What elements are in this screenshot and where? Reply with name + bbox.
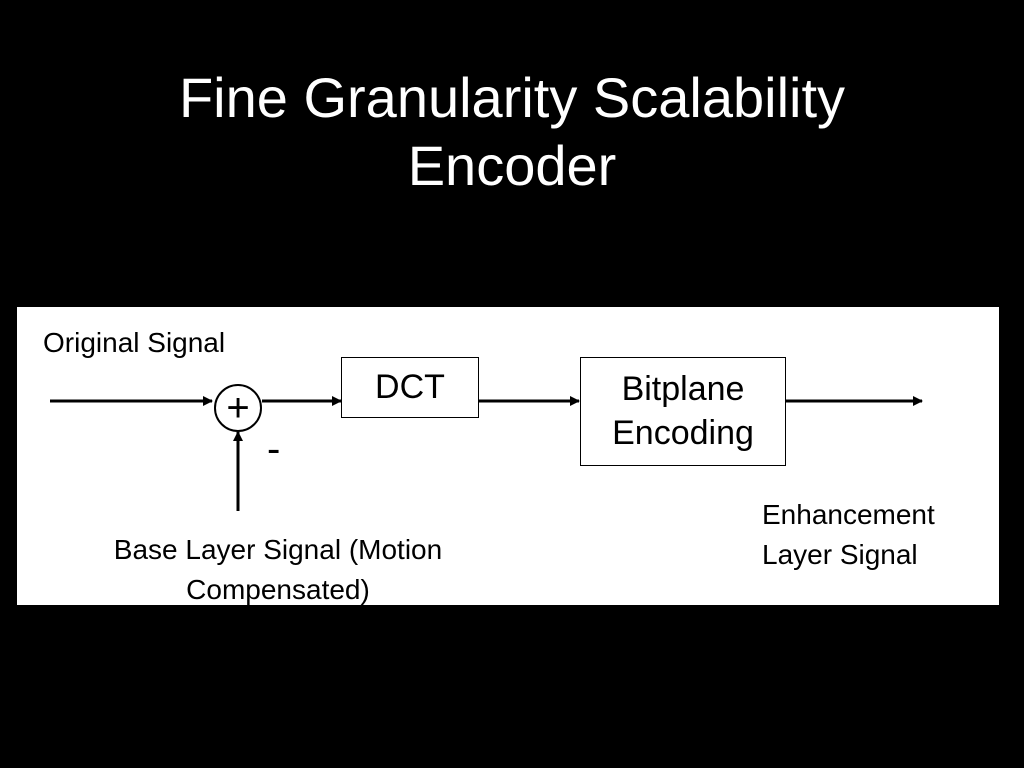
base-layer-label-line-2: Compensated) xyxy=(186,574,370,605)
minus-sign: - xyxy=(267,427,281,471)
base-layer-label-line-1: Base Layer Signal (Motion xyxy=(113,534,443,565)
base-layer-signal-label: Base Layer Signal (Motion Compensated) xyxy=(73,530,483,610)
enhancement-label-line-2: Layer Signal xyxy=(762,539,918,570)
bitplane-encoding-block: Bitplane Encoding xyxy=(580,357,786,466)
diagram-panel: Original Signal + - DCT Bitplane Encodin… xyxy=(17,307,999,605)
slide-title-line-2: Encoder xyxy=(407,134,617,197)
enhancement-label-line-1: Enhancement xyxy=(762,499,935,530)
original-signal-label: Original Signal xyxy=(43,327,226,358)
block-diagram xyxy=(50,384,923,511)
slide-title-line-1: Fine Granularity Scalability xyxy=(178,66,846,129)
slide-title: Fine Granularity Scalability Encoder xyxy=(0,64,1024,200)
dct-label: DCT xyxy=(375,368,445,406)
bitplane-label-line-1: Bitplane xyxy=(621,370,745,408)
dct-block: DCT xyxy=(341,357,479,418)
enhancement-layer-signal-label: Enhancement Layer Signal xyxy=(762,495,935,575)
adder-plus-symbol: + xyxy=(226,386,250,430)
bitplane-label-line-2: Encoding xyxy=(612,414,754,452)
